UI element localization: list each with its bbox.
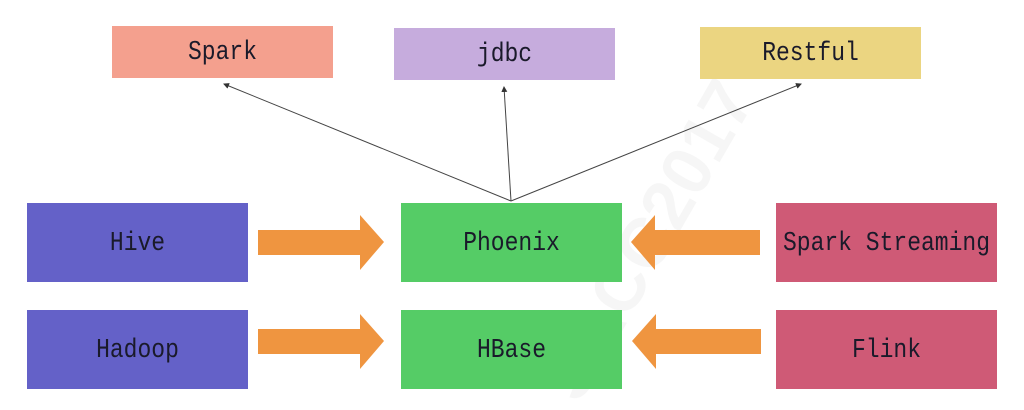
line-phoenix-to-jdbc [501,86,512,202]
box-label: HBase [476,334,546,365]
box-label: jdbc [476,39,533,69]
line-phoenix-to-spark [223,83,512,202]
output-jdbc: jdbc [394,28,615,80]
source-hive: Hive [27,203,248,282]
source-hadoop: Hadoop [27,310,248,389]
arrow-hive-to-phoenix [258,215,384,270]
line-phoenix-to-restful [510,83,802,202]
output-restful: Restful [700,27,921,79]
arrow-hadoop-to-hbase [258,314,384,369]
arrow-flink-to-hbase [632,314,761,369]
box-label: Spark [187,37,257,67]
box-label: Phoenix [463,227,560,258]
source-spark-streaming: Spark Streaming [776,203,997,282]
source-flink: Flink [776,310,997,389]
box-label: Spark Streaming [782,227,991,258]
arrow-sparkstreaming-to-phoenix [631,215,760,270]
box-label: Restful [762,38,859,68]
box-label: Hadoop [96,334,179,365]
output-spark: Spark [112,26,333,78]
box-label: Flink [851,334,921,365]
core-phoenix: Phoenix [401,203,622,282]
box-label: Hive [109,227,166,258]
core-hbase: HBase [401,310,622,389]
